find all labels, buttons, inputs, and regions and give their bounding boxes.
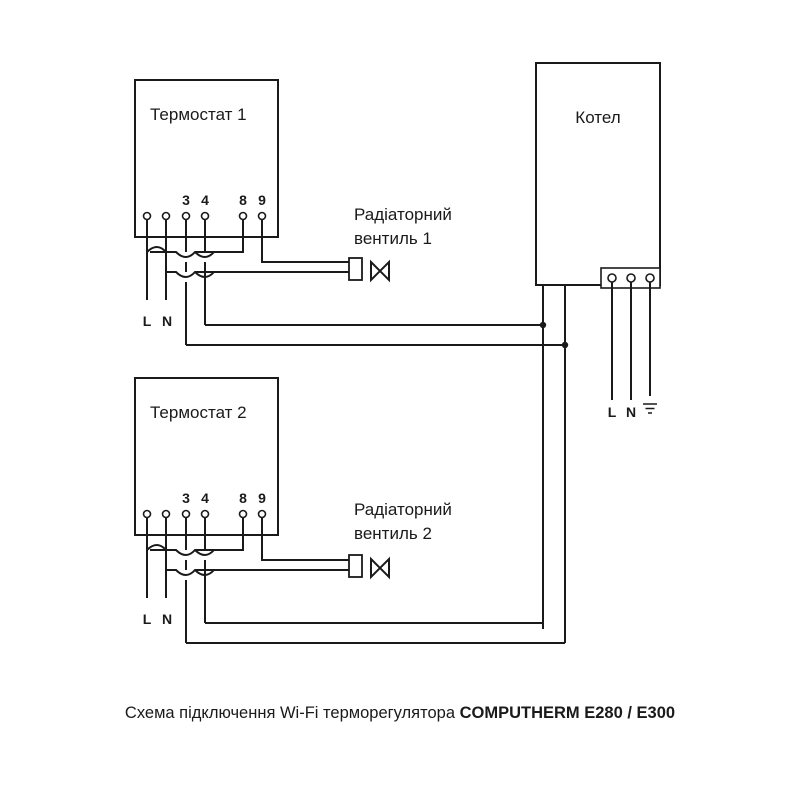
terminal-number: 3: [182, 192, 190, 208]
thermostat-terminal: [257, 509, 267, 519]
label-n: N: [162, 313, 172, 329]
thermostat-title: Термостат 1: [150, 105, 247, 124]
valve-1-block: Радіаторний вентиль 1: [348, 205, 452, 283]
thermostat-terminal: [161, 509, 171, 519]
wire-hop: [194, 251, 215, 278]
caption-brand: COMPUTHERM E280 / E300: [459, 704, 676, 722]
boiler-label-n: N: [626, 404, 636, 420]
terminal-number: 8: [239, 490, 247, 506]
boiler-box: [535, 62, 661, 286]
diagram-caption: Схема підключення Wi-Fi терморегулятора …: [0, 704, 800, 723]
terminal-number: 4: [201, 192, 209, 208]
valve-2-actuator: [348, 554, 363, 578]
label-l: L: [143, 611, 152, 627]
thermostat-terminal: [142, 211, 152, 221]
wire-hop: [194, 549, 215, 576]
terminal-number: 8: [239, 192, 247, 208]
valve-1-label-line1: Радіаторний: [354, 205, 452, 224]
boiler-terminal: [645, 273, 655, 283]
ground-icon: [643, 403, 657, 414]
valve-2-block: Радіаторний вентиль 2: [348, 500, 452, 580]
thermostat-terminal: [161, 211, 171, 221]
valve-connection: [343, 261, 349, 273]
caption-text: Схема підключення Wi-Fi терморегулятора: [124, 704, 460, 722]
thermostat-terminal: [238, 211, 248, 221]
junction-dot: [561, 341, 569, 349]
terminal-number: 9: [258, 192, 266, 208]
thermostat-terminal: [200, 211, 210, 221]
valve-2-icon: [370, 556, 390, 580]
thermostat-terminal: [181, 211, 191, 221]
valve-2-label-line2: вентиль 2: [354, 524, 432, 543]
valve-1-label-line2: вентиль 1: [354, 229, 432, 248]
thermostat-terminal: [200, 509, 210, 519]
thermostat-box: [134, 377, 279, 536]
label-n: N: [162, 611, 172, 627]
thermostat-terminal: [142, 509, 152, 519]
boiler-terminal: [607, 273, 617, 283]
label-l: L: [143, 313, 152, 329]
valve-1-actuator: [348, 257, 363, 281]
terminal-number: 4: [201, 490, 209, 506]
valve-connection: [343, 559, 349, 571]
junction-dot: [539, 321, 547, 329]
thermostat-terminal: [257, 211, 267, 221]
thermostat-box: [134, 79, 279, 238]
valve-2-label-line1: Радіаторний: [354, 500, 452, 519]
boiler-title: Котел: [575, 108, 620, 127]
boiler-label-l: L: [608, 404, 617, 420]
thermostat-title: Термостат 2: [150, 403, 247, 422]
terminal-number: 3: [182, 490, 190, 506]
thermostat-terminal: [238, 509, 248, 519]
boiler-terminal: [626, 273, 636, 283]
boiler-supply-wires: [611, 282, 651, 400]
boiler-block: Котел L N: [535, 62, 661, 643]
valve-1-icon: [370, 259, 390, 283]
thermostat-terminal: [181, 509, 191, 519]
terminal-number: 9: [258, 490, 266, 506]
